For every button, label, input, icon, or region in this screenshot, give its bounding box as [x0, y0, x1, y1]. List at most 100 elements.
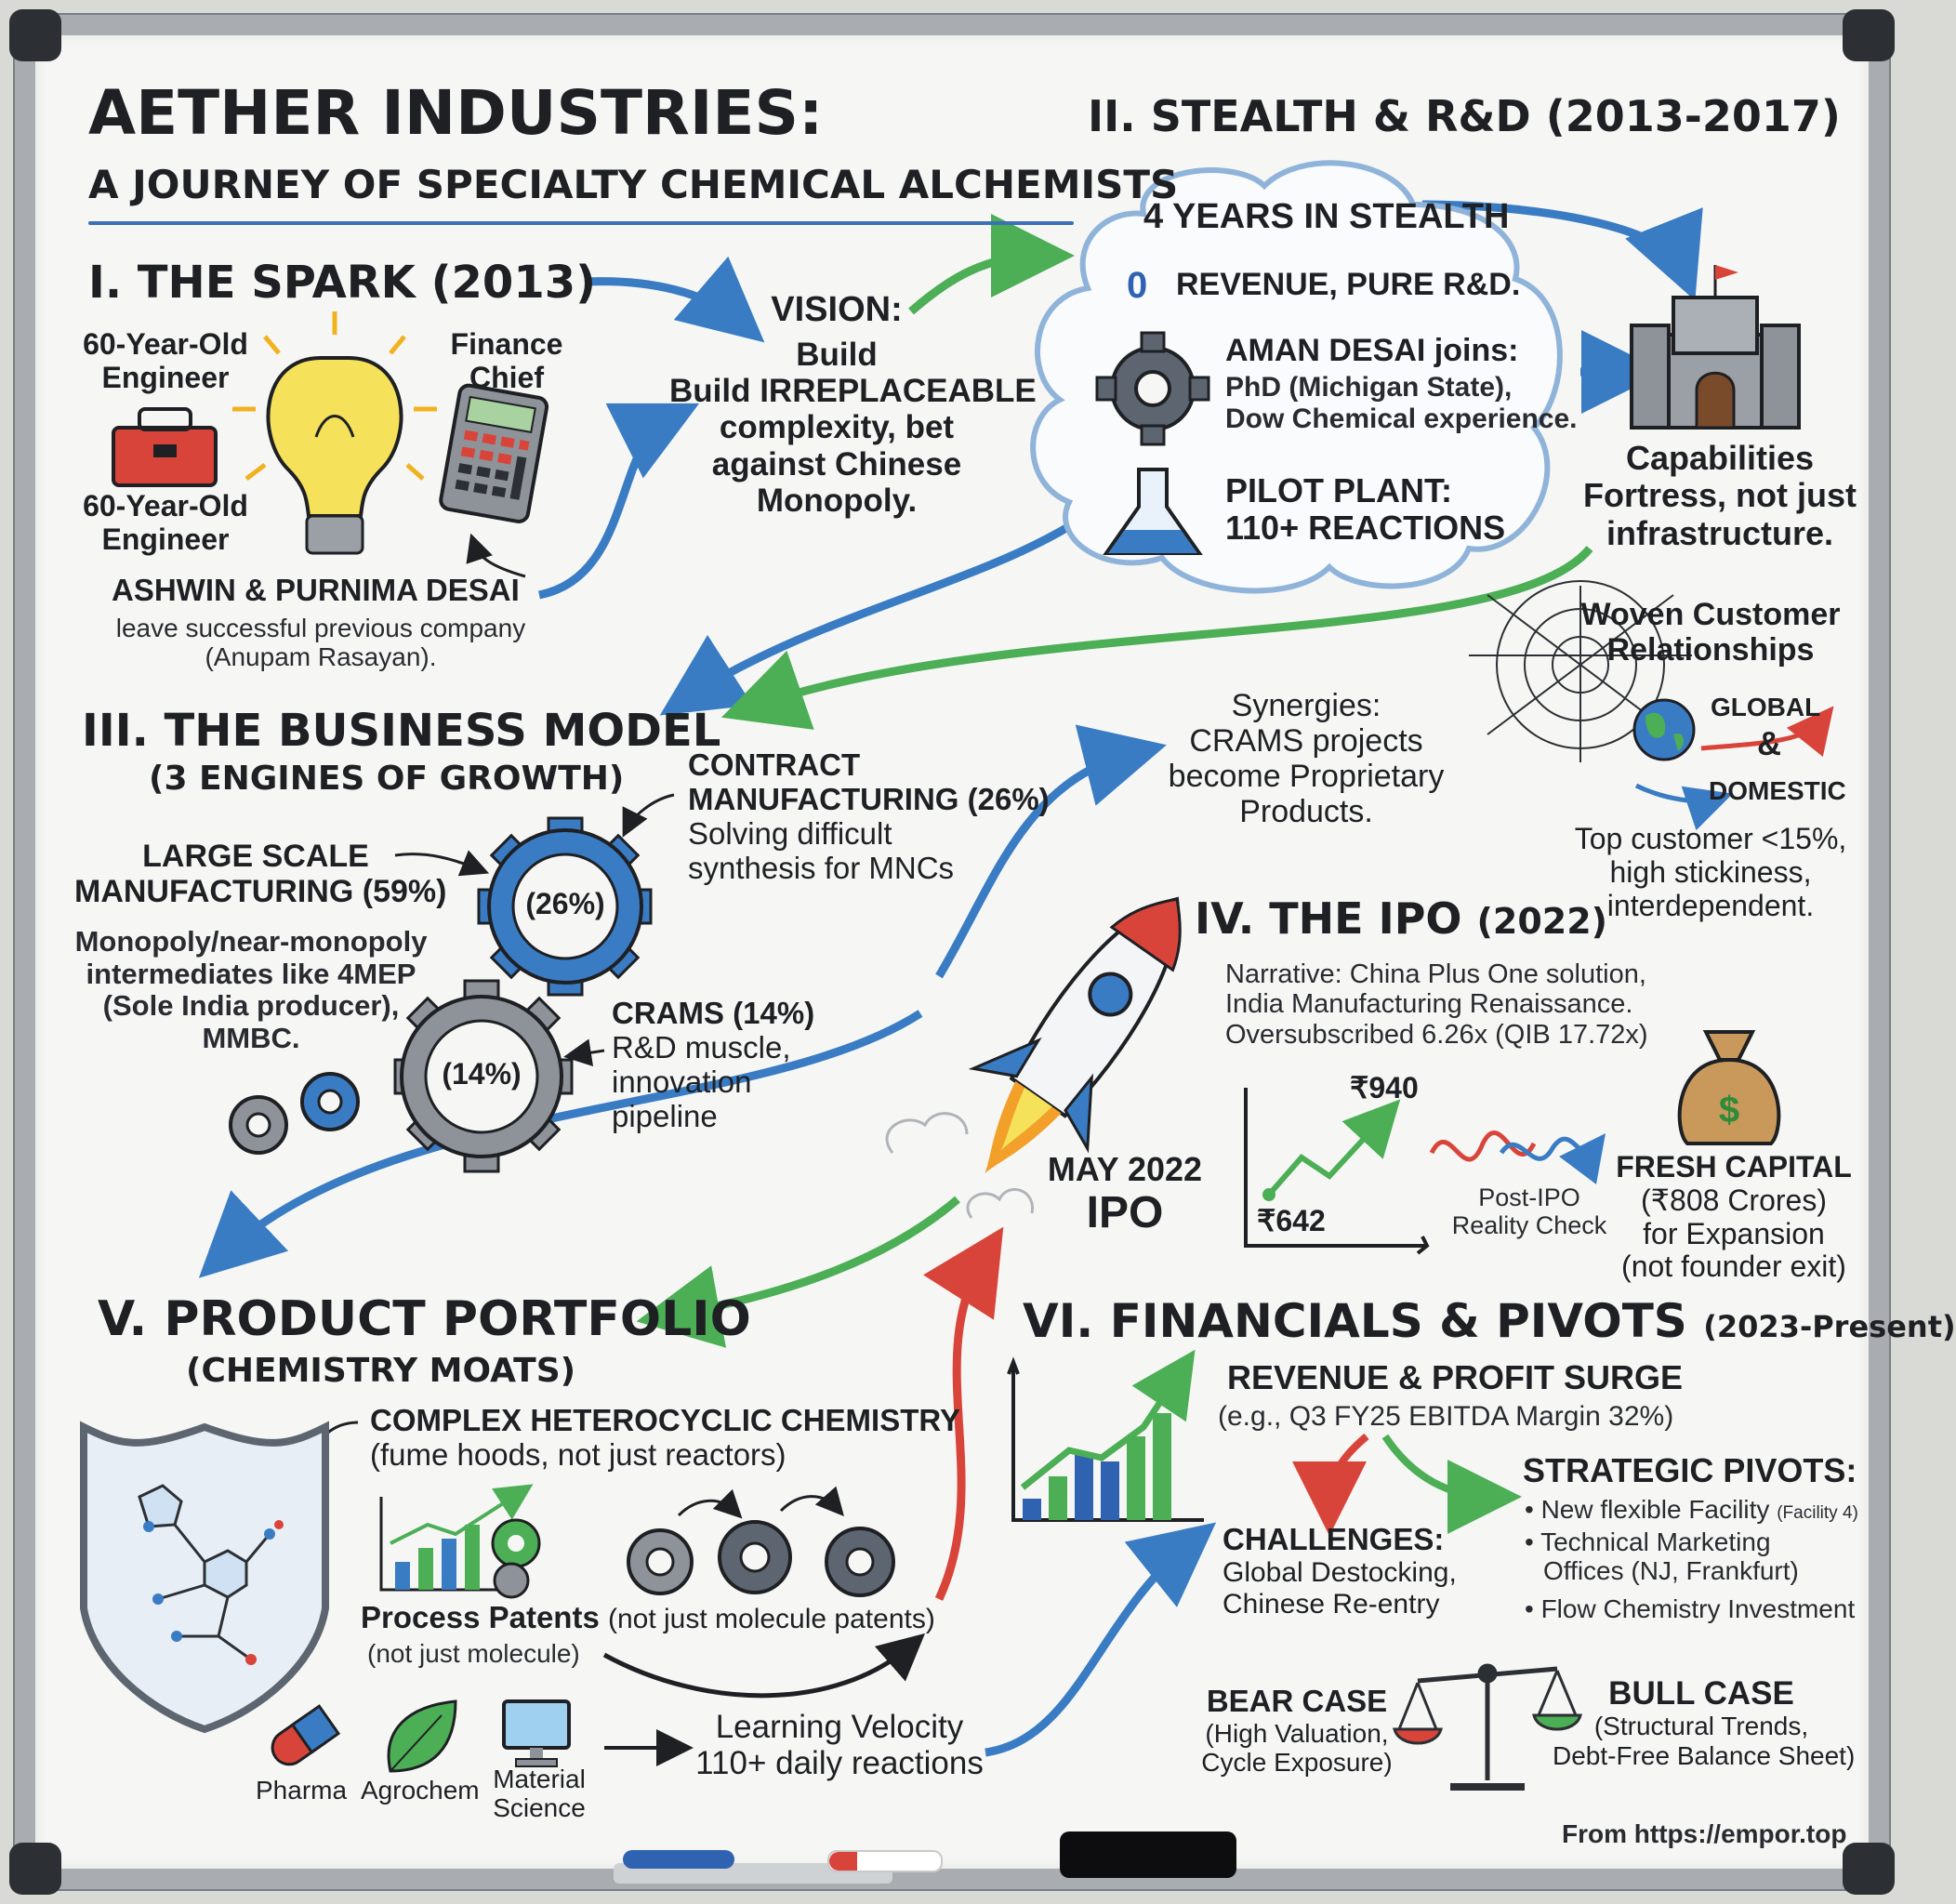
pilot-plant-label: PILOT PLANT:110+ REACTIONS [1225, 471, 1506, 548]
smoke-cloud-icon [885, 1112, 1034, 1219]
ipo-price-line [1266, 1099, 1401, 1197]
page-title: AETHER INDUSTRIES: [88, 77, 824, 149]
portfolio-to-ipo-arrow [923, 1226, 1004, 1601]
small-gears-icon [229, 1072, 360, 1155]
business-subheading: (3 ENGINES OF GROWTH) [149, 760, 625, 798]
global-arrow [1700, 706, 1834, 758]
patents-subtext: (not just molecule) [367, 1639, 580, 1668]
process-gears-icon [627, 1486, 895, 1597]
footer-source-link[interactable]: From https://empor.top [1562, 1819, 1847, 1848]
spark-to-vision-arrow [585, 256, 765, 343]
founders-label: ASHWIN & PURNIMA DESAI [112, 573, 520, 607]
sketch-layer [80, 160, 1834, 1791]
shield-icon [80, 1421, 329, 1734]
pharma-label: Pharma [256, 1776, 348, 1805]
customers-desc: Top customer <15%,high stickiness,interd… [1574, 822, 1847, 922]
large-callout-arrow [394, 850, 490, 877]
business-heading: III. THE BUSINESS MODEL [82, 705, 721, 757]
bear-case-text: BEAR CASE (High Valuation,Cycle Exposure… [1201, 1684, 1393, 1778]
balance-scale-icon [1393, 1663, 1582, 1791]
aman-desc: PhD (Michigan State),Dow Chemical experi… [1225, 372, 1578, 434]
pivot-3: • Flow Chemistry Investment [1525, 1594, 1856, 1623]
ampersand-label: & [1757, 724, 1781, 762]
heterocyclic-text: COMPLEX HETEROCYCLIC CHEMISTRY(fume hood… [370, 1403, 960, 1472]
domestic-arrow [1634, 783, 1733, 831]
spark-heading: I. THE SPARK (2013) [88, 257, 597, 309]
gear-icon-26 [477, 816, 653, 997]
domestic-label: DOMESTIC [1709, 776, 1846, 805]
founders-callout-arrow [466, 533, 526, 578]
fresh-capital-text: FRESH CAPITAL (₹808 Crores)for Expansion… [1616, 1150, 1852, 1284]
dollar-sign: $ [1718, 1090, 1740, 1130]
frame-corner [9, 9, 61, 61]
global-label: GLOBAL [1711, 693, 1821, 721]
gear-icon-14 [393, 979, 574, 1173]
stealth-to-fortress-arrow [1421, 200, 1703, 301]
frame-corner [1843, 1843, 1895, 1895]
zero-revenue-figure: 0 [1127, 265, 1148, 306]
ipo-price-start [1262, 1188, 1275, 1201]
surge-label: REVENUE & PROFIT SURGE [1227, 1358, 1684, 1396]
toolbox-icon [112, 407, 218, 487]
money-bag-icon [1677, 1030, 1781, 1145]
surge-to-pivots-arrow [1381, 1434, 1522, 1534]
founders-desc: leave successful previous company(Anupam… [115, 614, 526, 672]
red-marker[interactable] [827, 1850, 943, 1872]
whiteboard: AETHER INDUSTRIES: A JOURNEY OF SPECIALT… [9, 9, 1956, 1895]
portfolio-subheading: (CHEMISTRY MOATS) [186, 1352, 576, 1390]
financials-heading: VI. FINANCIALS & PIVOTS (2023-Present) [1023, 1294, 1956, 1348]
patents-chart-icon [379, 1484, 541, 1599]
business-to-synergies-arrow [935, 724, 1167, 979]
leaf-icon [387, 1699, 457, 1773]
eraser[interactable] [1060, 1831, 1236, 1878]
frame-corner [9, 1843, 61, 1895]
crams-callout-arrow [563, 1038, 605, 1067]
frame-corner [1843, 9, 1895, 61]
vision-to-stealth-arrow [908, 214, 1075, 315]
title-underline [88, 221, 1074, 225]
reality-wave-red [1429, 1130, 1537, 1162]
gear-icon-rnd [1095, 331, 1210, 446]
agrochem-label: Agrochem [361, 1776, 480, 1805]
pill-icon [271, 1704, 341, 1766]
financials-chart [1007, 1349, 1204, 1522]
monitor-icon [502, 1699, 571, 1767]
blue-marker[interactable] [623, 1850, 734, 1869]
aman-label: AMAN DESAI joins: [1225, 333, 1519, 368]
ipo-price-high: ₹940 [1350, 1071, 1419, 1104]
vision-label: VISION: [771, 290, 903, 329]
founders-to-vision-arrow [538, 403, 700, 600]
learning-to-financials-arrow [985, 1522, 1217, 1757]
stealth-years: 4 YEARS IN STEALTH [1143, 197, 1510, 236]
bull-case-text: BULL CASE (Structural Trends,Debt-Free B… [1553, 1675, 1856, 1770]
pivot-1: • New flexible Facility (Facility 4) [1525, 1495, 1858, 1524]
fortress-to-business-arrow [720, 546, 1593, 730]
ipo-price-low: ₹642 [1257, 1204, 1326, 1237]
castle-icon [1630, 265, 1801, 430]
patents-curve-arrow [602, 1633, 926, 1699]
gear-26-label: (26%) [525, 887, 605, 920]
revenue-label: REVENUE, PURE R&D. [1176, 267, 1521, 302]
contract-callout-arrow [622, 793, 675, 838]
ipo-to-portfolio-arrow [636, 1196, 960, 1348]
challenges-text: CHALLENGES: Global Destocking,Chinese Re… [1222, 1522, 1457, 1620]
pivots-title: STRATEGIC PIVOTS: [1523, 1451, 1857, 1489]
ipo-heading: IV. THE IPO (2022) [1195, 893, 1608, 944]
page-subtitle: A JOURNEY OF SPECIALTY CHEMICAL ALCHEMIS… [88, 162, 1179, 207]
lightbulb-icon [232, 311, 437, 555]
surge-to-challenges-arrow [1292, 1433, 1369, 1536]
